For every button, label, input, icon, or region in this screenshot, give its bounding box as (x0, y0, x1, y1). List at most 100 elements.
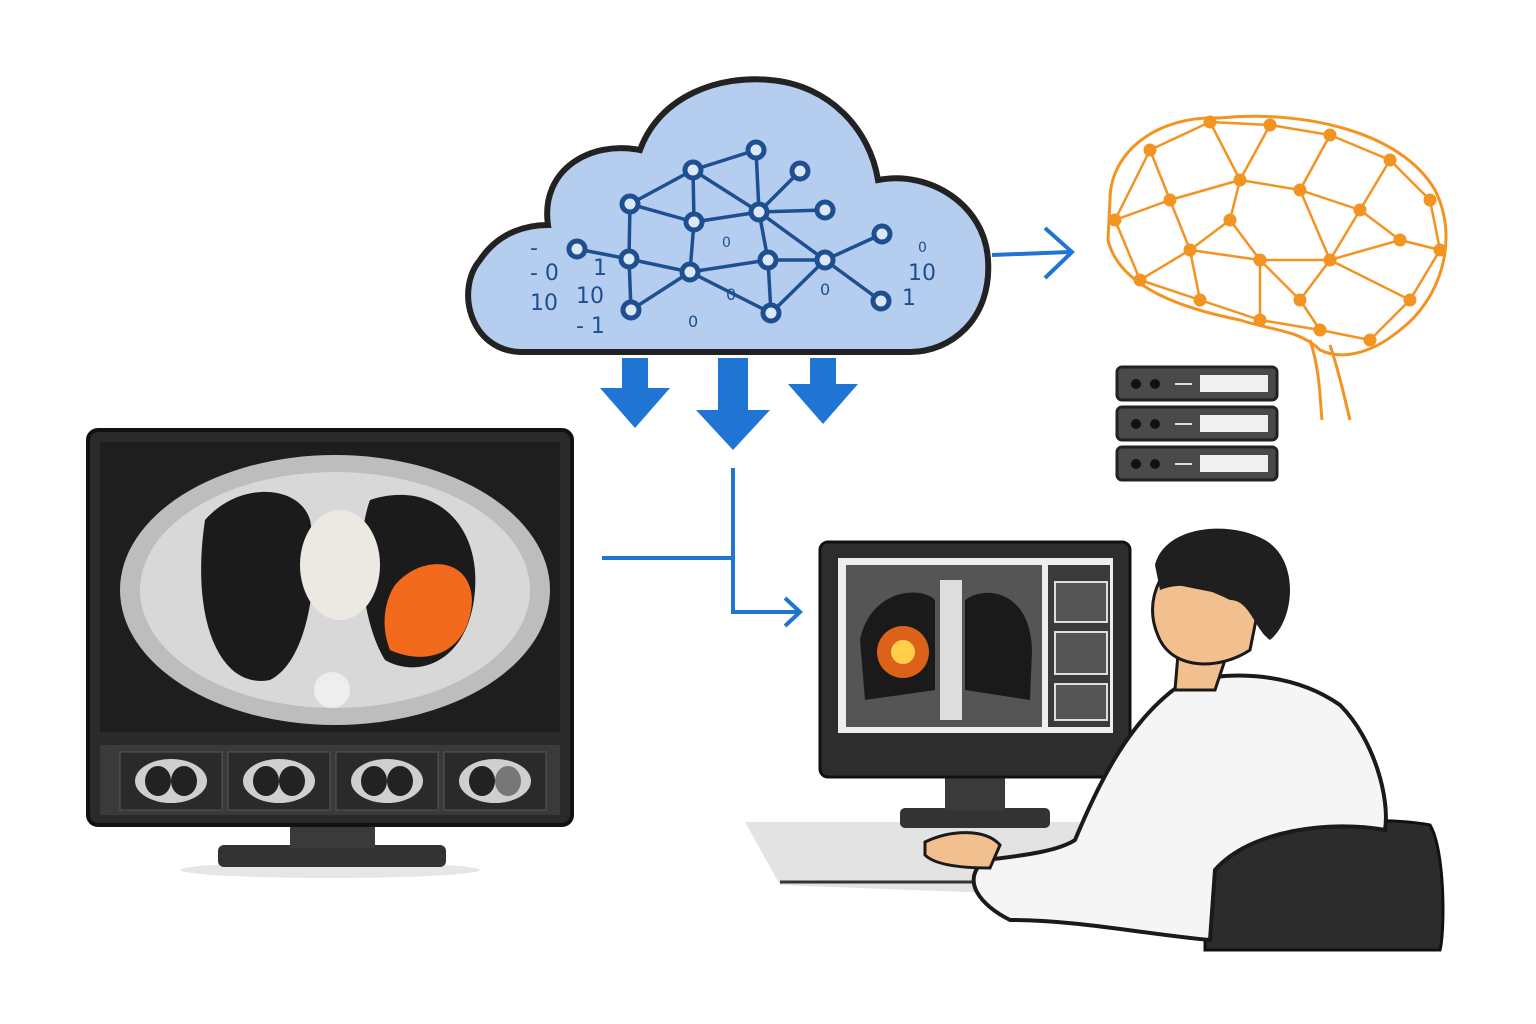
brain-edge (1148, 149, 1172, 201)
flow-arrows (602, 226, 1075, 628)
brain-edge (1328, 209, 1362, 261)
network-node (757, 249, 779, 271)
thumbnail-button[interactable] (1054, 631, 1108, 675)
network-edge (769, 258, 827, 315)
thumbnail-button[interactable] (1054, 683, 1108, 721)
brain-edge (1113, 219, 1142, 281)
network-graph (566, 139, 893, 324)
network-edge (693, 210, 760, 224)
brain-node (1393, 233, 1407, 247)
brain-node (1313, 323, 1327, 337)
brain-node (1293, 183, 1307, 197)
brain-edge (1168, 199, 1192, 251)
brain-node (1203, 115, 1217, 129)
brain-node (1108, 213, 1122, 227)
network-node (683, 211, 705, 233)
brain-edge (1269, 123, 1331, 137)
chest-xray-image (860, 580, 1032, 720)
brain-node (1143, 143, 1157, 157)
cloud-to-brain-arrow (991, 226, 1075, 280)
brain-edge (1114, 198, 1171, 222)
brain-edge (1189, 219, 1231, 251)
network-node (619, 193, 641, 215)
brain-edge (1139, 248, 1191, 282)
brain-node (1323, 253, 1337, 267)
brain-edge (1259, 259, 1301, 301)
brain-edge (1298, 189, 1332, 261)
brain-edge (1329, 238, 1401, 262)
binary-digit: 0 (722, 235, 731, 251)
thumbnail-button[interactable] (1054, 581, 1108, 623)
binary-digit: - 0 (530, 261, 559, 286)
brain-edge (1139, 278, 1201, 302)
ct-scan-monitor (86, 428, 574, 878)
network-edge (629, 168, 694, 206)
ct-thumbnail-strip[interactable] (119, 751, 547, 811)
binary-digit: 1 (593, 256, 607, 281)
network-node (682, 159, 704, 181)
brain-edge (1189, 248, 1261, 262)
server-rack-icon (1115, 365, 1279, 482)
brain-node (1263, 118, 1277, 132)
brain-node (1363, 333, 1377, 347)
network-node (566, 238, 588, 260)
binary-digit: - (530, 236, 538, 261)
network-edge (630, 270, 691, 312)
brain-edge (1149, 120, 1211, 152)
brain-network-icon (1106, 114, 1448, 421)
brain-edge (1329, 133, 1391, 162)
brain-outline (1106, 114, 1448, 357)
brain-edge (1298, 134, 1332, 191)
binary-digit: 0 (918, 240, 927, 256)
lab-coat (971, 673, 1388, 943)
brain-edge (1358, 159, 1392, 211)
brain-edge (1359, 209, 1401, 241)
brain-node (1253, 253, 1267, 267)
brain-edge (1259, 318, 1321, 332)
binary-digit: 0 (688, 312, 698, 331)
brain-edge (1188, 249, 1202, 301)
brain-node (1433, 243, 1447, 257)
network-edge (758, 208, 826, 214)
binary-digit: 10 (576, 284, 604, 309)
brain-edge (1229, 219, 1261, 261)
brain-edge (1329, 258, 1411, 302)
binary-digit: 10 (908, 261, 936, 286)
brain-node (1253, 313, 1267, 327)
brain-edge (1199, 298, 1261, 322)
hair (1155, 528, 1290, 640)
brain-edge (1408, 249, 1442, 301)
binary-digit: - 1 (576, 314, 605, 339)
network-edge (689, 258, 769, 274)
network-node (870, 290, 892, 312)
binary-digit: 10 (530, 291, 558, 316)
network-node (871, 223, 893, 245)
brain-edge (1208, 121, 1242, 181)
network-edge (629, 202, 695, 224)
brain-node (1403, 293, 1417, 307)
network-edge (692, 148, 757, 172)
network-edge (689, 270, 772, 315)
down-arrow-icon (600, 358, 670, 428)
doctor-figure (923, 528, 1445, 952)
network-edge (823, 258, 883, 303)
network-node (618, 248, 640, 270)
brain-node (1193, 293, 1207, 307)
binary-digit: 1 (902, 286, 916, 311)
brain-edge (1428, 199, 1442, 251)
brain-edge (1169, 178, 1241, 202)
brain-edge (1239, 178, 1301, 192)
binary-digit: 0 (726, 285, 736, 304)
brain-edge (1389, 159, 1431, 201)
xray-monitor (818, 540, 1132, 828)
brain-edge (1113, 149, 1152, 221)
brain-edge (1319, 328, 1371, 342)
brain-node (1183, 243, 1197, 257)
brain-edge (1228, 179, 1242, 221)
brain-node (1423, 193, 1437, 207)
download-arrows (600, 358, 858, 450)
binary-digit: 0 (820, 280, 830, 299)
brain-node (1353, 203, 1367, 217)
